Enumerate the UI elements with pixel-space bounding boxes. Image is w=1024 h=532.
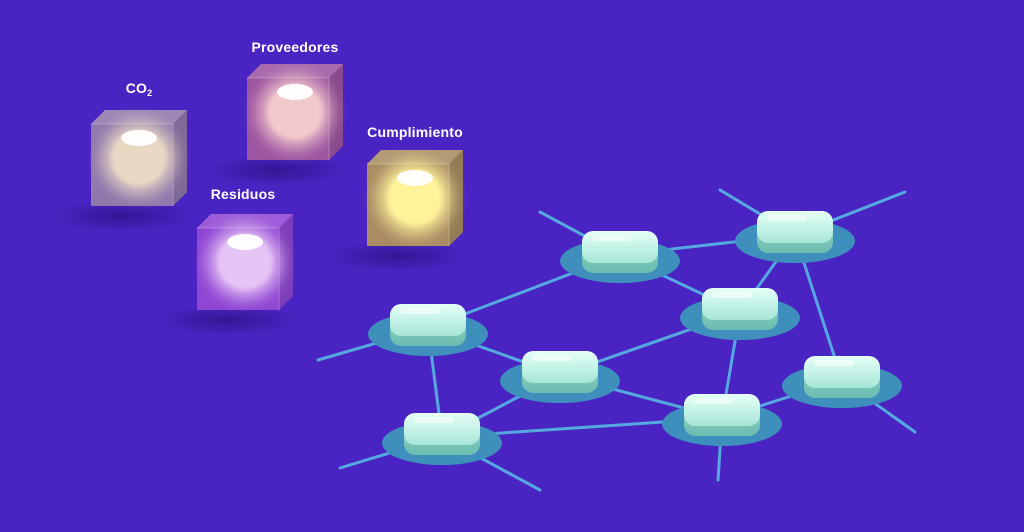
cube-top-face (247, 64, 343, 78)
network-node (662, 394, 782, 446)
orb-highlight (121, 130, 157, 146)
network-node (382, 413, 502, 465)
cube-cumplimiento (323, 150, 471, 272)
node-highlight (712, 292, 752, 298)
cube-shadow (47, 200, 195, 232)
cube-top-face (91, 110, 187, 124)
label-proveedores: Proveedores (251, 39, 339, 55)
orb-highlight (277, 84, 313, 100)
network-node (368, 304, 488, 356)
cube-side-face (279, 214, 293, 310)
cube-side-face (329, 64, 343, 160)
cube-top-face (197, 214, 293, 228)
cube-orb (111, 130, 167, 186)
node-highlight (767, 215, 807, 221)
cube-side-face (449, 150, 463, 246)
cube-proveedores (203, 64, 351, 186)
node-highlight (592, 235, 632, 241)
network-node (782, 356, 902, 408)
node-highlight (532, 355, 572, 361)
orb-highlight (227, 234, 263, 250)
label-cumplimiento: Cumplimiento (367, 124, 463, 140)
network-node (680, 288, 800, 340)
cube-residuos (153, 214, 301, 336)
cube-side-face (173, 110, 187, 206)
cube-orb (217, 234, 273, 290)
network-node (500, 351, 620, 403)
orb-highlight (397, 170, 433, 186)
cube-shadow (323, 240, 471, 272)
network-node (735, 211, 855, 263)
cube-co2 (47, 110, 195, 232)
cube-orb (267, 84, 323, 140)
cube-shadow (153, 304, 301, 336)
cube-orb (387, 170, 443, 226)
network-nodes (368, 211, 902, 465)
node-highlight (814, 360, 854, 366)
cube-top-face (367, 150, 463, 164)
cube-shadow (203, 154, 351, 186)
network-node (560, 231, 680, 283)
node-highlight (400, 308, 440, 314)
node-highlight (694, 398, 734, 404)
label-co2: CO2 (125, 80, 153, 98)
label-residuos: Residuos (210, 186, 276, 202)
node-highlight (414, 417, 454, 423)
